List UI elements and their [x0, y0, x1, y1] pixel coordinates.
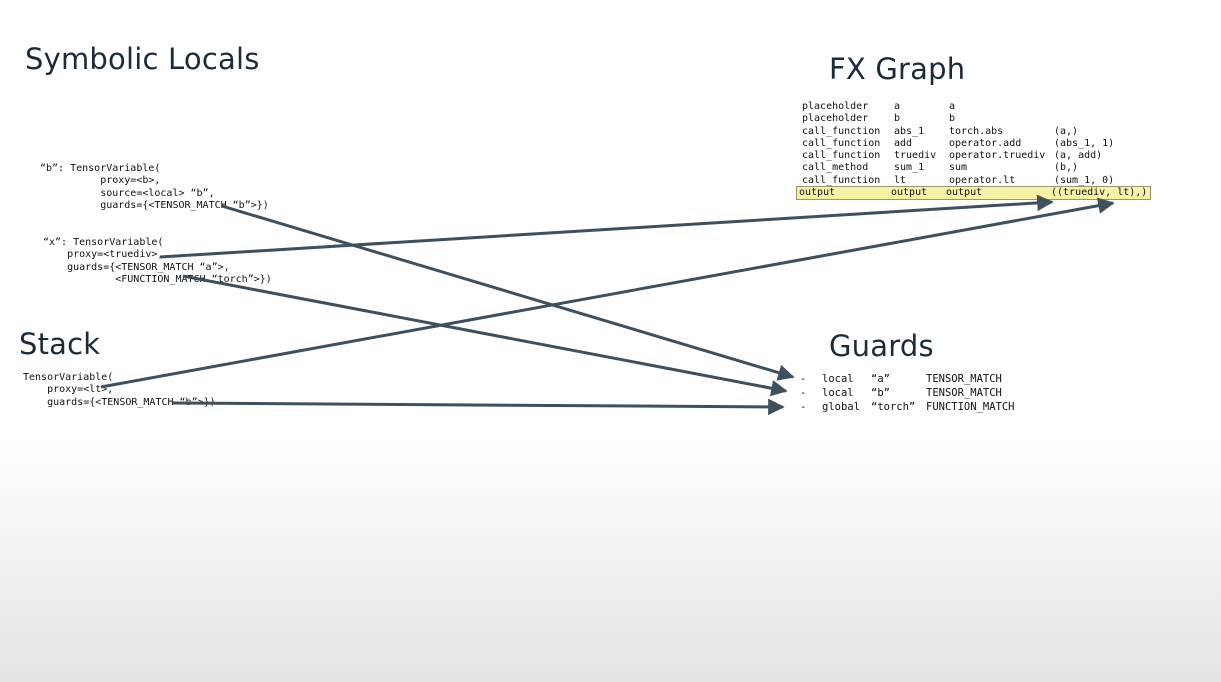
stack-title: Stack: [19, 327, 101, 361]
fx-graph-table: placeholder a a placeholder b b call_functio…: [796, 101, 1153, 201]
guard-scope: local: [822, 387, 854, 399]
fx-target: a: [949, 101, 956, 112]
fx-target: b: [949, 113, 956, 125]
fx-target: operator.add: [949, 137, 1022, 149]
fx-graph-row: placeholder b b: [800, 113, 1153, 125]
fx-op: call_function: [802, 150, 881, 162]
guard-name: “b”: [871, 387, 890, 399]
fx-args: (a,): [1054, 125, 1079, 137]
fx-target: output: [946, 187, 983, 199]
fx-node-name: truediv: [894, 150, 937, 162]
fx-graph-output-row: output output output ((truediv, lt),): [796, 186, 1151, 201]
arrow-b-guard-to-guards: [221, 204, 795, 381]
fx-args: (b,): [1054, 162, 1079, 174]
guard-type: TENSOR_MATCH: [926, 373, 1002, 385]
fx-graph-row: call_function abs_1 torch.abs (a,): [800, 126, 1153, 138]
fx-op: output: [799, 187, 836, 199]
guard-type: TENSOR_MATCH: [926, 387, 1002, 399]
fx-args: (sum_1, 0): [1054, 174, 1115, 186]
fx-node-name: lt: [894, 174, 907, 186]
guard-bullet: -: [800, 373, 807, 385]
guard-scope: global: [822, 401, 860, 413]
fx-graph-row: call_function add operator.add (abs_1, 1): [800, 138, 1153, 150]
arrow-stack-guard-to-guards: [172, 398, 785, 416]
fx-op: placeholder: [802, 113, 869, 125]
fx-args: (a, add): [1054, 150, 1103, 162]
fx-args: ((truediv, lt),): [1051, 187, 1148, 199]
fx-node-name: a: [894, 101, 901, 112]
guard-name: “torch”: [871, 401, 916, 413]
fx-op: call_method: [802, 162, 869, 174]
guards-title: Guards: [829, 329, 934, 363]
symbolic-locals-title: Symbolic Locals: [25, 42, 260, 76]
arrow-stack-proxy-to-fx-output: [100, 197, 1115, 389]
fx-graph-row: call_function truediv operator.truediv (a, …: [800, 150, 1153, 162]
fx-op: call_function: [802, 174, 881, 186]
fx-target: torch.abs: [949, 125, 1004, 137]
fx-graph-row: placeholder a a: [800, 101, 1153, 113]
arrow-x-proxy-to-fx-output: [159, 194, 1054, 259]
fx-op: placeholder: [802, 101, 869, 112]
fx-node-name: abs_1: [894, 125, 925, 137]
local-b-variable: “b”: TensorVariable( proxy=<b>, source=<…: [40, 163, 269, 212]
fx-graph-title: FX Graph: [829, 52, 966, 86]
arrow-x-guard-to-guards: [182, 274, 788, 397]
fx-target: operator.truediv: [949, 150, 1046, 162]
fx-node-name: output: [891, 187, 928, 199]
guard-type: FUNCTION_MATCH: [926, 401, 1015, 413]
fx-node-name: b: [894, 113, 901, 125]
fx-op: call_function: [802, 125, 881, 137]
guard-bullet: -: [800, 387, 807, 399]
fx-graph-row: call_function lt operator.lt (sum_1, 0): [800, 175, 1153, 187]
fx-op: call_function: [802, 137, 881, 149]
fx-node-name: sum_1: [894, 162, 925, 174]
local-x-variable: “x”: TensorVariable( proxy=<truediv>, gu…: [43, 237, 272, 286]
guard-name: “a”: [871, 373, 890, 385]
fx-target: operator.lt: [949, 174, 1016, 186]
fx-graph-row: call_method sum_1 sum (b,): [800, 162, 1153, 174]
fx-target: sum: [949, 162, 968, 174]
guard-bullet: -: [800, 401, 807, 413]
guard-scope: local: [822, 373, 854, 385]
fx-node-name: add: [894, 137, 913, 149]
fx-args: (abs_1, 1): [1054, 137, 1115, 149]
